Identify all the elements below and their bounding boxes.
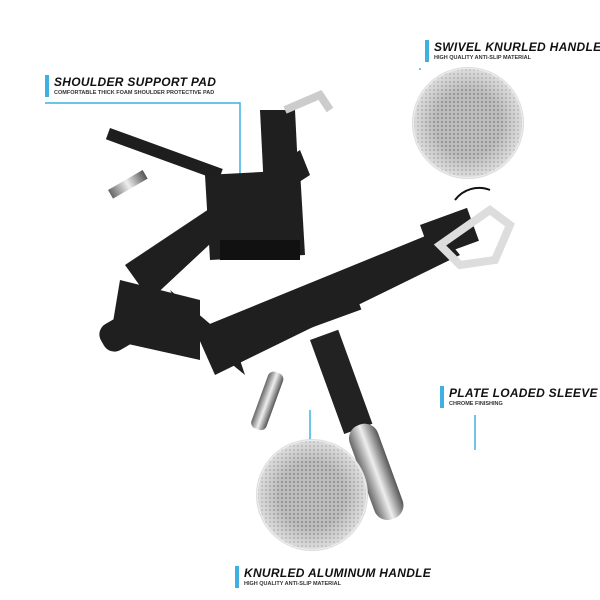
plate-sleeve [310,329,404,521]
callout-title: PLATE LOADED SLEEVE [449,386,598,400]
aluminum-handle-art [251,371,284,431]
callout-subtitle: HIGH QUALITY ANTI-SLIP MATERIAL [244,581,341,587]
callout-title: SWIVEL KNURLED HANDLE [434,40,600,54]
rotate-arrow-icon [454,186,491,201]
callout-aluminum-handle: KNURLED ALUMINUM HANDLE HIGH QUALITY ANT… [235,566,431,588]
callout-subtitle: CHROME FINISHING [449,401,503,407]
swivel-zoom-circle [412,67,524,179]
callout-shoulder-pad: SHOULDER SUPPORT PAD COMFORTABLE THICK F… [45,75,216,97]
shoulder-pad [220,240,300,260]
callout-swivel-handle: SWIVEL KNURLED HANDLE HIGH QUALITY ANTI-… [425,40,600,62]
rear-bar [105,127,223,199]
swivel-handle-art [433,205,515,270]
frame [99,110,479,375]
callout-subtitle: HIGH QUALITY ANTI-SLIP MATERIAL [434,55,531,61]
callout-title: SHOULDER SUPPORT PAD [54,75,217,89]
callout-subtitle: COMFORTABLE THICK FOAM SHOULDER PROTECTI… [54,90,215,96]
callout-title: KNURLED ALUMINUM HANDLE [244,566,432,580]
callout-plate-sleeve: PLATE LOADED SLEEVE CHROME FINISHING [440,386,598,408]
aluminum-zoom-circle [256,439,368,551]
